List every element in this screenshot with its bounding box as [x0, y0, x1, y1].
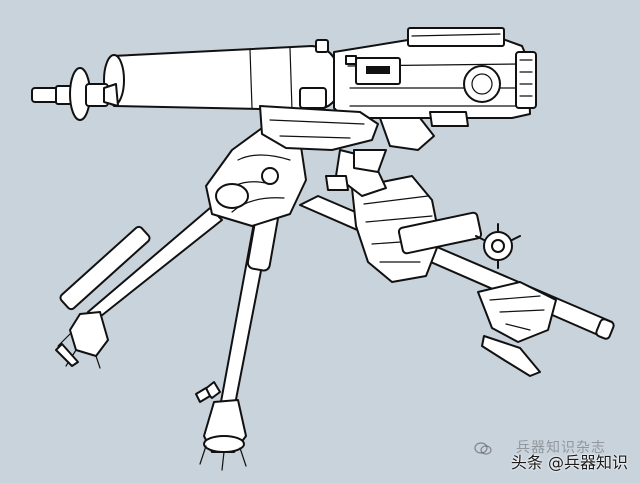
crank-handle [259, 105, 435, 173]
receiver [333, 27, 537, 127]
water-jacket [103, 45, 339, 111]
rear-sight [315, 39, 357, 65]
chat-bubble-icon [474, 442, 492, 455]
tripod-front-leg [195, 208, 280, 471]
tripod-left-leg [55, 207, 223, 369]
watermark-handle: 头条 @兵器知识 [510, 453, 628, 472]
tripod-head [205, 127, 307, 227]
muzzle [31, 67, 119, 121]
watermark-magazine: 兵器知识杂志 [516, 440, 606, 456]
elevating-mechanism [325, 149, 521, 283]
